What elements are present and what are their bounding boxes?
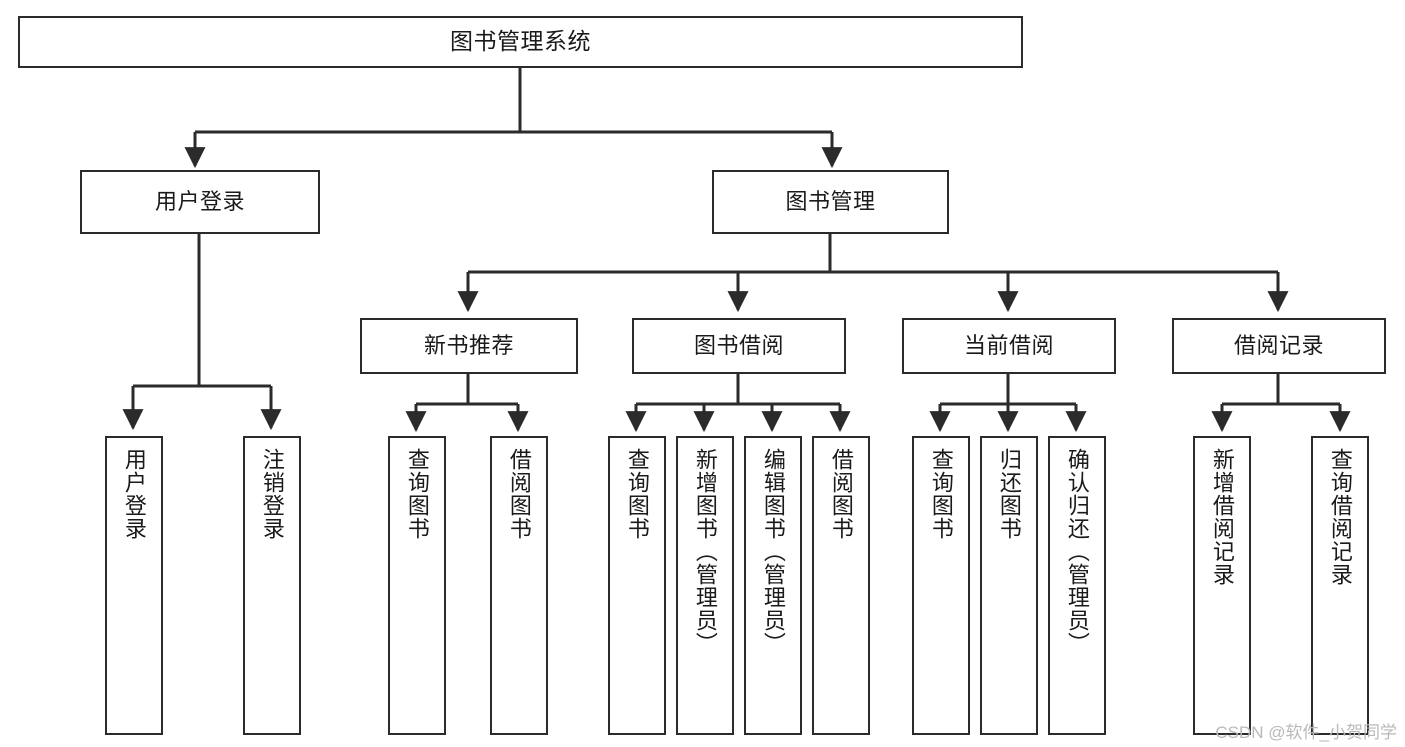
node-leaf-book-edit-label: 编辑图书（管理员）: [760, 448, 786, 655]
node-root-system[interactable]: 图书管理系统: [18, 16, 1023, 68]
node-leaf-user-logout[interactable]: 注销登录: [243, 436, 301, 735]
node-borrow-record[interactable]: 借阅记录: [1172, 318, 1386, 374]
node-new-book-recommend-label: 新书推荐: [423, 333, 514, 359]
node-leaf-new-book-borrow-label: 借阅图书: [506, 448, 532, 540]
node-user-login-label: 用户登录: [154, 189, 245, 215]
node-leaf-book-return-label: 归还图书: [996, 448, 1022, 540]
node-leaf-user-login-label: 用户登录: [121, 448, 147, 540]
node-leaf-confirm-return-label: 确认归还（管理员）: [1064, 448, 1090, 655]
node-leaf-current-query[interactable]: 查询图书: [912, 436, 970, 735]
node-leaf-new-book-borrow[interactable]: 借阅图书: [490, 436, 548, 735]
node-leaf-new-book-query[interactable]: 查询图书: [388, 436, 446, 735]
node-leaf-record-query-label: 查询借阅记录: [1327, 448, 1353, 586]
node-leaf-book-borrow-action[interactable]: 借阅图书: [812, 436, 870, 735]
node-leaf-record-add-label: 新增借阅记录: [1209, 448, 1235, 586]
node-current-borrow-label: 当前借阅: [963, 333, 1054, 359]
node-leaf-borrow-query-label: 查询图书: [624, 448, 650, 540]
node-root-system-label: 图书管理系统: [450, 28, 591, 55]
node-book-borrow-label: 图书借阅: [693, 333, 784, 359]
node-leaf-book-borrow-action-label: 借阅图书: [828, 448, 854, 540]
node-leaf-book-add[interactable]: 新增图书（管理员）: [676, 436, 734, 735]
node-leaf-user-login[interactable]: 用户登录: [105, 436, 163, 735]
csdn-watermark: CSDN @软件_小贺同学: [1215, 723, 1397, 742]
node-leaf-user-logout-label: 注销登录: [259, 448, 285, 540]
node-leaf-confirm-return[interactable]: 确认归还（管理员）: [1048, 436, 1106, 735]
node-book-borrow[interactable]: 图书借阅: [632, 318, 846, 374]
node-new-book-recommend[interactable]: 新书推荐: [360, 318, 578, 374]
node-leaf-current-query-label: 查询图书: [928, 448, 954, 540]
node-user-login[interactable]: 用户登录: [80, 170, 320, 234]
node-book-management[interactable]: 图书管理: [712, 170, 949, 234]
node-leaf-book-add-label: 新增图书（管理员）: [692, 448, 718, 655]
node-leaf-book-edit[interactable]: 编辑图书（管理员）: [744, 436, 802, 735]
node-leaf-record-query[interactable]: 查询借阅记录: [1311, 436, 1369, 735]
node-leaf-book-return[interactable]: 归还图书: [980, 436, 1038, 735]
node-borrow-record-label: 借阅记录: [1233, 333, 1324, 359]
node-leaf-record-add[interactable]: 新增借阅记录: [1193, 436, 1251, 735]
node-leaf-new-book-query-label: 查询图书: [404, 448, 430, 540]
node-current-borrow[interactable]: 当前借阅: [902, 318, 1116, 374]
node-leaf-borrow-query[interactable]: 查询图书: [608, 436, 666, 735]
node-book-management-label: 图书管理: [785, 189, 876, 215]
